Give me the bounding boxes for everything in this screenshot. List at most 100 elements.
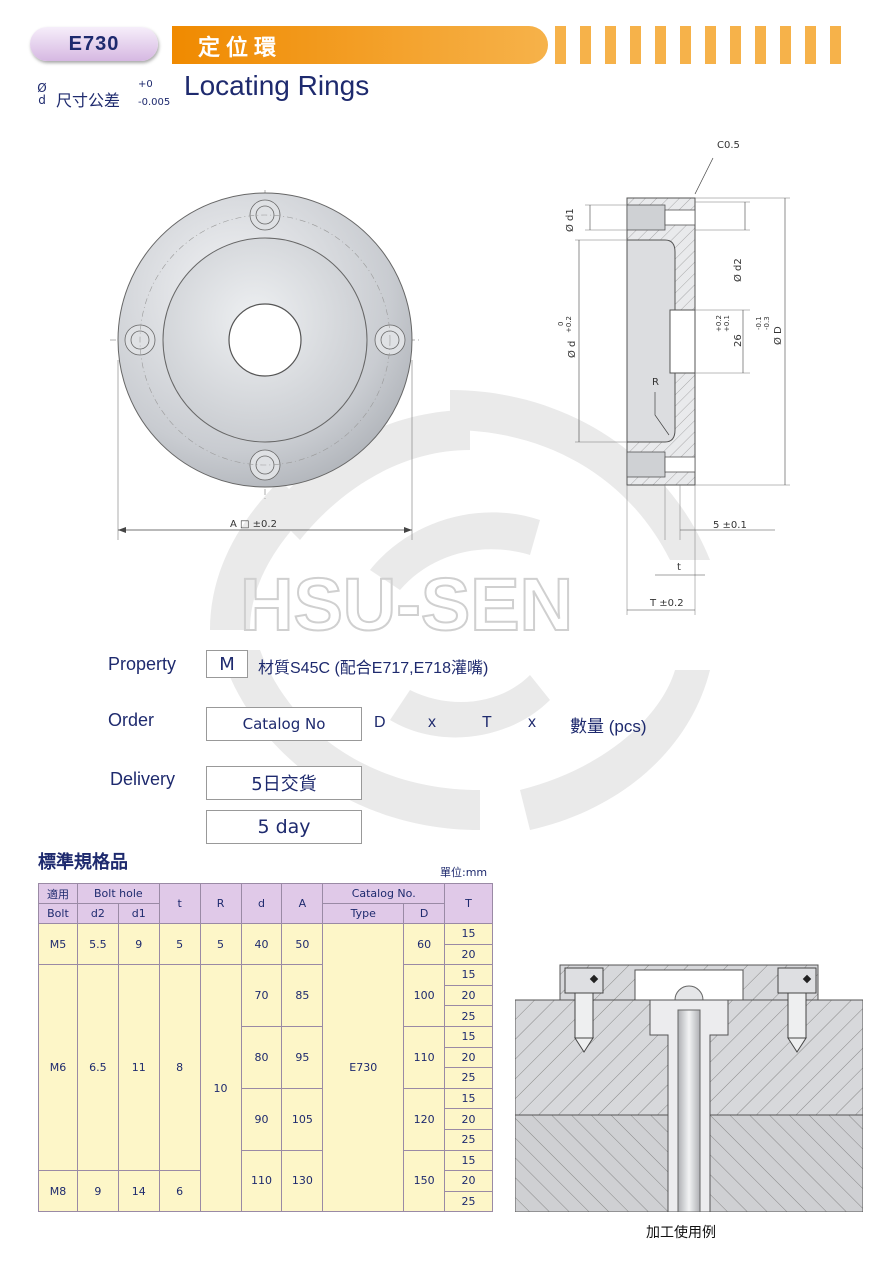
order-T: T [482,714,492,731]
cell-D: 150 [403,1149,446,1213]
front-view-drawing: A □ ±0.2 [110,190,420,540]
header-T: T [444,883,493,924]
cell-R: 10 [199,964,242,1213]
dim-d-label: Ø d [566,341,578,358]
order-quantity: 數量 (pcs) [570,717,647,736]
header-d: d [240,883,283,924]
delivery-zh-box: 5日交貨 [206,766,362,800]
catalog-no-box: Catalog No [206,707,362,741]
usage-caption: 加工使用例 [646,1225,716,1241]
cell-T: 25 [444,1067,493,1089]
dim-5-label: 5 ±0.1 [713,520,747,531]
dim-D-label: Ø D [772,326,784,345]
cell-A: 95 [281,1025,324,1089]
order-x1: x [428,714,436,731]
cell-T: 25 [444,1190,493,1213]
dim-26-tol-bottom: +0.1 [723,315,731,332]
header-A: A [281,883,324,924]
diameter-symbol: Ø [37,81,47,95]
header-d2: d2 [76,903,119,924]
cell-t: 5 [158,922,201,966]
header-d1: d1 [117,903,160,924]
dim-d-tol-bottom: +0.2 [565,316,573,333]
cell-t: 6 [158,1170,201,1213]
order-label: Order [108,710,155,730]
title-zh: 定位環 [198,36,283,61]
cell-T: 25 [444,1128,493,1151]
decorative-stripes [555,26,865,64]
radius-label: R [652,377,659,388]
cell-d: 40 [240,922,283,966]
cell-T: 20 [444,943,493,966]
delivery-label: Delivery [110,769,176,789]
cell-D: 60 [403,922,446,966]
cell-D: 110 [403,1025,446,1089]
header-bolt-hole: Bolt hole [76,883,160,904]
cell-d: 80 [240,1025,283,1089]
cell-D: 100 [403,964,446,1027]
cell-d1: 14 [117,1170,160,1213]
tolerance-upper: +0 [138,79,153,90]
cell-d: 70 [240,964,283,1027]
header-catalog: Catalog No. [322,883,446,904]
product-code-badge: E730 [30,27,158,61]
cell-A: 85 [281,964,324,1027]
dim-D-tol-bottom: -0.3 [763,316,771,330]
dim-26-label: 26 [733,334,744,347]
cell-T: 15 [444,1087,493,1110]
cell-type: E730 [322,922,405,1213]
dim-t-label: t [677,562,681,573]
dim-a-label: A □ ±0.2 [230,519,277,530]
cell-T: 20 [444,1108,493,1130]
material-text: 材質S45C (配合E717,E718灌嘴) [258,660,489,677]
standard-table-title: 標準規格品 [38,852,128,873]
cell-d1: 11 [117,964,160,1172]
unit-label: 單位:mm [440,866,488,879]
cell-T: 25 [444,1005,493,1027]
cell-d: 90 [240,1087,283,1151]
cell-T: 15 [444,1025,493,1048]
cell-bolt: M8 [38,1170,78,1213]
order-x2: x [528,714,536,731]
cell-T: 20 [444,984,493,1007]
material-code-box: M [206,650,248,678]
cell-bolt: M6 [38,964,78,1172]
watermark-logo: HSU-SEN [210,390,710,830]
cell-d2: 5.5 [76,922,119,966]
side-view-drawing: C0.5 Ø d1 Ø d 0 +0.2 Ø d2 26 +0.2 +0.1 Ø… [557,140,790,615]
cell-A: 130 [281,1149,324,1213]
property-label: Property [108,654,177,674]
cell-d1: 9 [117,922,160,966]
cell-D: 120 [403,1087,446,1151]
dim-d2-label: Ø d2 [732,258,744,282]
cell-R: 5 [199,922,242,966]
header-t: t [158,883,201,924]
header-R: R [199,883,242,924]
cell-T: 15 [444,964,493,986]
dim-d1-label: Ø d1 [564,208,576,232]
cell-bolt: M5 [38,922,78,966]
cell-A: 105 [281,1087,324,1151]
cell-T: 20 [444,1046,493,1069]
header-bolt-bottom: Bolt [38,903,78,924]
cell-d2: 9 [76,1170,119,1213]
watermark-text: HSU-SEN [240,563,573,646]
usage-example-drawing [515,964,863,1212]
tolerance-label: 尺寸公差 [56,91,121,110]
header-D: D [403,903,446,924]
cell-A: 50 [281,922,324,966]
dim-d-tol-top: 0 [557,322,565,326]
dim-T-label: T ±0.2 [649,598,684,609]
cell-T: 15 [444,1149,493,1172]
cell-d: 110 [240,1149,283,1213]
title-en: Locating Rings [184,70,370,101]
tolerance-lower: -0.005 [138,97,171,108]
header-bolt-top: 適用 [38,883,78,904]
cell-d2: 6.5 [76,964,119,1172]
spec-table: 適用 Bolt hole t R d A Catalog No. T Bolt … [38,883,493,1213]
delivery-en-box: 5 day [206,810,362,844]
order-D: D [374,714,386,731]
dim-D-tol-top: -0.1 [755,316,763,330]
cell-t: 8 [158,964,201,1172]
cell-T: 15 [444,923,493,945]
